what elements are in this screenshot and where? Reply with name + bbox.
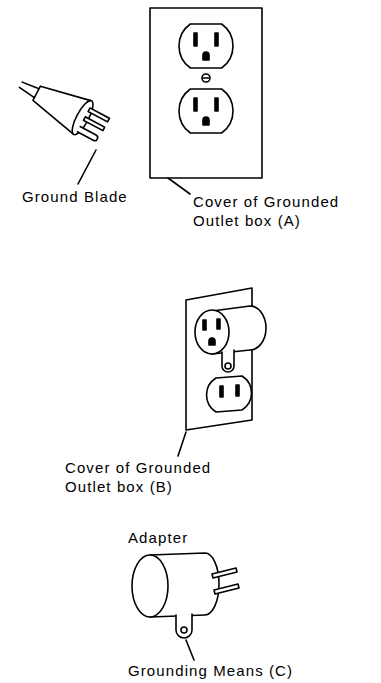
receptacle-slot (194, 98, 197, 111)
grounding-means-tab (176, 614, 192, 638)
receptacle-face (207, 376, 252, 412)
part-label: Cover of Grounded Outlet box (A) (193, 192, 373, 230)
receptacle-slot (236, 385, 239, 396)
ground-blade-pin (77, 127, 98, 142)
grounding-tab (222, 350, 234, 372)
receptacle-slot (194, 33, 197, 46)
receptacle-face (179, 24, 233, 68)
receptacle-slot (215, 98, 218, 111)
receptacle (179, 89, 233, 133)
leader-line (78, 150, 96, 184)
receptacle-face (179, 89, 233, 133)
plug-blade (83, 117, 104, 131)
tab-screw (225, 363, 231, 369)
outlet-cover-a (150, 8, 262, 178)
ground-hole (203, 117, 209, 125)
leader-line (168, 178, 190, 194)
screw-slot (203, 77, 209, 79)
adapter-face (195, 310, 229, 354)
receptacle (207, 376, 252, 412)
adapter-prong (214, 584, 239, 594)
adapter-in-outlet (195, 306, 266, 372)
receptacle-slot (220, 386, 223, 397)
part-label: Ground Blade (22, 187, 172, 206)
cover-screw (202, 74, 210, 82)
part-label: Grounding Means (C) (128, 661, 373, 680)
adapter (132, 553, 239, 638)
tab-hole (181, 627, 187, 633)
leader-line (186, 640, 194, 660)
adapter-prong (212, 568, 237, 578)
adapter-slot (203, 320, 206, 330)
ground-hole (203, 52, 209, 60)
receptacle (179, 24, 233, 68)
adapter-ground-hole (209, 338, 215, 345)
three-prong-plug (12, 68, 113, 146)
leader-line (178, 432, 186, 456)
adapter-face (132, 555, 168, 617)
part-label: Cover of Grounded Outlet box (B) (65, 458, 255, 496)
part-label: Adapter (128, 528, 248, 547)
adapter-slot (217, 319, 220, 329)
receptacle-slot (215, 33, 218, 46)
